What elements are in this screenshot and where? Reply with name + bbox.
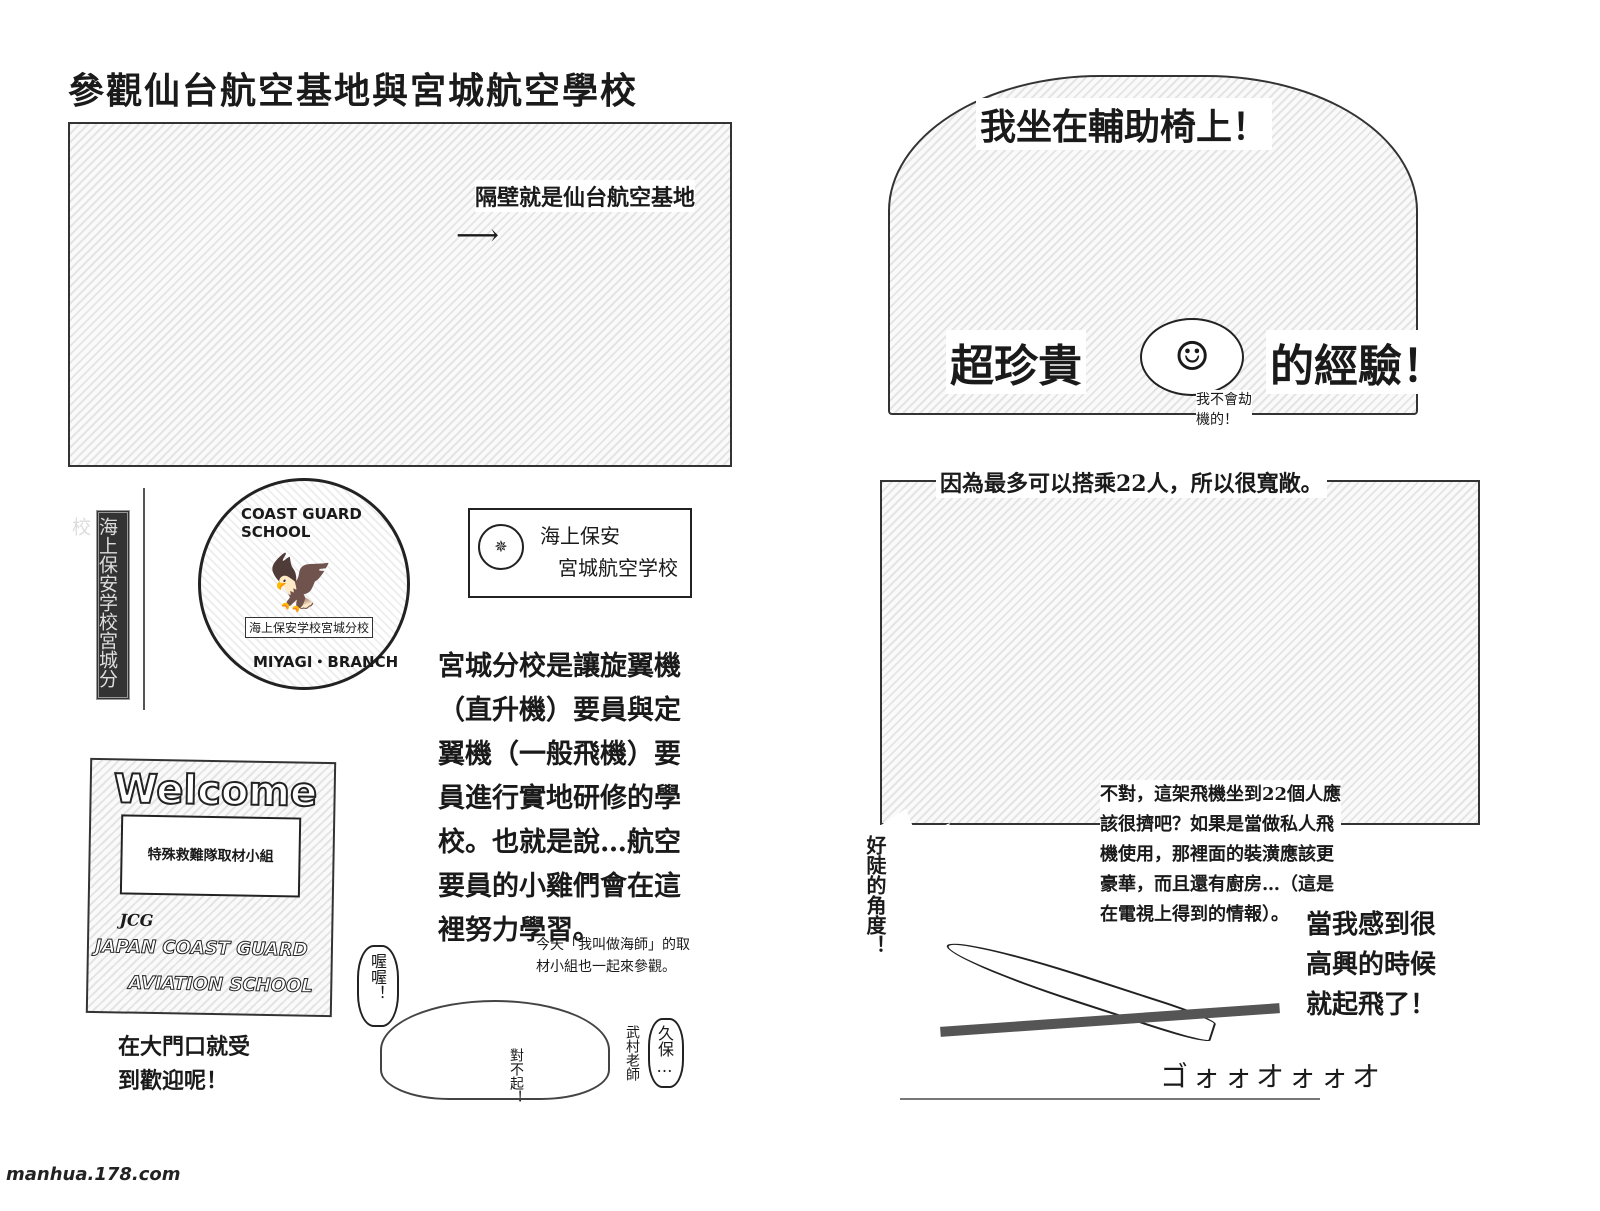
arrow-icon: ⟶ [456, 218, 500, 253]
emblem-bottom-text: MIYAGI・BRANCH [253, 653, 399, 671]
shout-burst [840, 805, 950, 985]
speech-line: 機的！ [1196, 412, 1238, 428]
label-teacher: 武村老師 [624, 1025, 640, 1081]
welcome-caption: 在大門口就受 到歡迎呢！ [118, 1030, 250, 1098]
narration-text: 今天「我叫做海師」的取 材小組也一起來參觀。 [536, 934, 690, 978]
commentary-line: 豪華，而且還有廚房…（這是 [1100, 874, 1334, 895]
compass-icon: ✵ [478, 524, 524, 570]
school-sign: ✵ 海上保安 宮城航空学校 [468, 508, 692, 598]
coast-guard-emblem: COAST GUARD SCHOOL 🦅 海上保安学校宮城分校 MIYAGI・B… [198, 478, 410, 690]
paragraph-line: 要員的小雞們會在這 [438, 871, 681, 902]
page-title: 參觀仙台航空基地與宮城航空學校 [68, 70, 639, 112]
eagle-icon: 🦅 [267, 551, 335, 614]
paragraph-line: 員進行實地研修的學 [438, 783, 681, 814]
aviation-school-text: AVIATION SCHOOL [128, 972, 314, 997]
sound-effect-roar: ゴォォオォォオ [1160, 1060, 1385, 1093]
narration-line: 今天「我叫做海師」的取 [536, 937, 690, 953]
speech-bubble-kubo: 久保… [648, 1018, 684, 1088]
paragraph-line: 裡努力學習。 [438, 915, 600, 946]
welcome-board: Welcome 特殊救難隊取材小組 JCG JAPAN COAST GUARD … [85, 757, 337, 1018]
gate-pillar [143, 488, 145, 710]
takeoff-text: 當我感到很 高興的時候 就起飛了！ [1306, 905, 1436, 1025]
paragraph-line: （直升機）要員與定 [438, 695, 681, 726]
caption-neighbor-base: 隔壁就是仙台航空基地 [475, 180, 696, 212]
emblem-ribbon-text: 海上保安学校宮城分校 [245, 617, 374, 638]
cabin-caption: 因為最多可以搭乘22人，所以很寬敞。 [936, 466, 1327, 498]
jcg-logo: JCG [119, 910, 154, 930]
speech-no-hijack: 我不會劫 機的！ [1196, 390, 1252, 430]
commentary-line: 該很擠吧？如果是當做私人飛 [1100, 814, 1334, 835]
paragraph-line: 校。也就是說…航空 [438, 827, 681, 858]
cabin-commentary: 不對，這架飛機坐到22個人應 該很擠吧？如果是當做私人飛 機使用，那裡面的裝潢應… [1100, 780, 1342, 930]
emblem-top-text: COAST GUARD SCHOOL [241, 505, 362, 541]
cabin-illustration [880, 480, 1480, 825]
headline-jump-seat: 我坐在輔助椅上！ [976, 98, 1273, 150]
school-description: 宮城分校是讓旋翼機 （直升機）要員與定 翼機（一般飛機）要 員進行實地研修的學 … [438, 645, 681, 953]
school-plaque: 海上保安学校宮城分校 [69, 510, 130, 700]
headline-precious: 超珍貴 [946, 330, 1086, 394]
speech-bubble-oh: 喔喔！ [357, 945, 399, 1027]
chibi-characters-illustration [380, 1000, 610, 1100]
paragraph-line: 宮城分校是讓旋翼機 [438, 651, 681, 682]
caption-line: 在大門口就受 [118, 1034, 251, 1060]
watermark: manhua.178.com [6, 1164, 181, 1185]
narration-line: 材小組也一起來參觀。 [536, 959, 676, 975]
jcg-brand: JAPAN COAST GUARD [94, 935, 308, 961]
burst-steep-angle: 好陡的角度！ [863, 835, 887, 955]
pilot-face-icon: ☺ [1140, 318, 1244, 396]
speech-line: 我不會劫 [1196, 392, 1252, 408]
commentary-line: 機使用，那裡面的裝潢應該更 [1100, 844, 1334, 865]
headline-experience: 的經驗！ [1266, 330, 1450, 394]
sign-line-2: 宮城航空学校 [558, 556, 678, 580]
caption-line: 到歡迎呢！ [118, 1068, 229, 1094]
takeoff-line: 高興的時候 [1306, 950, 1437, 980]
welcome-card: 特殊救難隊取材小組 [119, 814, 302, 898]
runway-line [900, 1098, 1320, 1100]
takeoff-line: 當我感到很 [1306, 910, 1437, 940]
commentary-line: 不對，這架飛機坐到22個人應 [1100, 784, 1342, 805]
speech-sorry: 對不起！ [508, 1048, 524, 1104]
jet-airplane-illustration [920, 932, 1290, 1055]
paragraph-line: 翼機（一般飛機）要 [438, 739, 681, 770]
takeoff-line: 就起飛了！ [1306, 990, 1437, 1020]
welcome-heading: Welcome [112, 765, 318, 817]
school-gate-illustration [68, 122, 732, 467]
sign-line-1: 海上保安 [540, 524, 620, 548]
commentary-line: 在電視上得到的情報）。 [1100, 904, 1289, 925]
